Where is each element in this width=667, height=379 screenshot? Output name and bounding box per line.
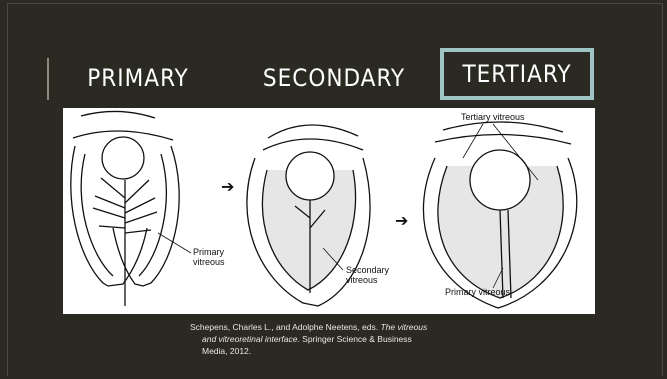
secondary-vitreous-label-line2: vitreous bbox=[346, 275, 378, 285]
citation-title-part2: and vitreoretinal interface bbox=[202, 334, 297, 344]
stage1-inner-right bbox=[139, 154, 166, 276]
heading-primary: PRIMARY bbox=[78, 58, 198, 98]
citation-title-part1: The vitreous bbox=[380, 322, 427, 332]
stage1-lid-second bbox=[73, 131, 173, 140]
heading-accent-bar bbox=[47, 58, 49, 100]
frame-left-line bbox=[7, 3, 8, 376]
stage2-lid-top bbox=[268, 125, 358, 138]
stage1-lid-top bbox=[81, 111, 155, 118]
stage2-lens bbox=[286, 152, 334, 200]
heading-tertiary: TERTIARY bbox=[444, 52, 590, 96]
secondary-vitreous-label-line1: Secondary bbox=[346, 265, 390, 275]
stage3-lid-top bbox=[443, 122, 563, 132]
arrow-icon-2: ➔ bbox=[395, 211, 408, 230]
primary-vitreous-label-line2: vitreous bbox=[193, 257, 225, 267]
figure-citation: Schepens, Charles L., and Adolphe Neeten… bbox=[190, 321, 510, 357]
primary-vitreous-stage3-label: Primary vitreous bbox=[445, 287, 511, 297]
citation-publisher: . Springer Science & Business bbox=[297, 334, 411, 344]
stage1-lens bbox=[102, 137, 144, 179]
primary-vitreous-label-line1: Primary bbox=[193, 247, 224, 257]
frame-right-line bbox=[662, 3, 663, 376]
arrow-icon-1: ➔ bbox=[221, 177, 234, 196]
stage2-lid-second bbox=[263, 139, 363, 150]
stage-3-eye bbox=[423, 122, 576, 308]
citation-year: Media, 2012. bbox=[190, 345, 510, 357]
stage-1-eye bbox=[71, 111, 179, 306]
heading-secondary: SECONDARY bbox=[260, 58, 408, 98]
vitreous-diagram: Primary vitreous ➔ Secondary vitreous ➔ bbox=[63, 108, 595, 314]
tertiary-vitreous-label: Tertiary vitreous bbox=[461, 112, 525, 122]
citation-authors: Schepens, Charles L., and Adolphe Neeten… bbox=[190, 322, 380, 332]
frame-top-line bbox=[7, 3, 663, 4]
vitreous-development-figure: Primary vitreous ➔ Secondary vitreous ➔ bbox=[63, 108, 595, 314]
